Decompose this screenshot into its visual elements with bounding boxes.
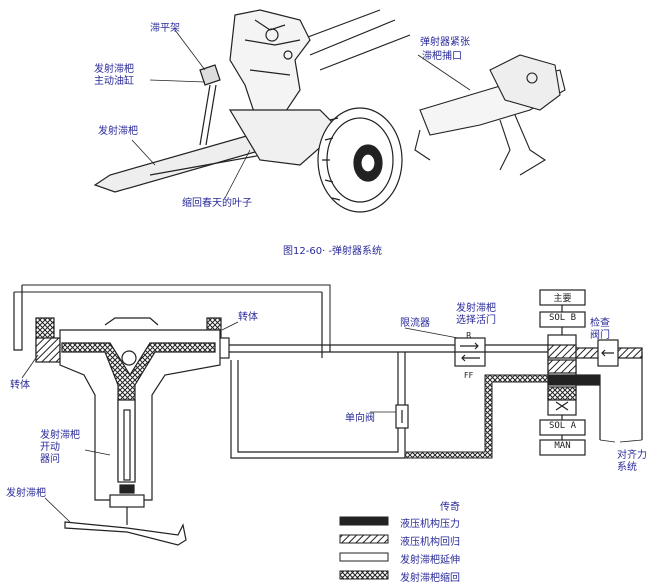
legend-swatch-return (339, 534, 389, 544)
label-man: MAN (554, 441, 571, 451)
legend-swatches (339, 516, 389, 580)
label-swivel-left: 转体 (10, 380, 30, 391)
landing-gear-illustration (93, 9, 411, 213)
label-selector-1: 发射滞杷 (456, 303, 496, 314)
legend-swatch-pressure (339, 516, 389, 526)
label-inspection-2: 阀门 (590, 330, 610, 341)
label-swivel-top: 转体 (238, 312, 258, 323)
schematic-leader-lines (21, 321, 459, 523)
label-tension-1: 弹射器紧张 (420, 37, 470, 48)
label-inspection-1: 检查 (590, 318, 610, 329)
label-retract-spring: 缩回春天的叶子 (182, 198, 252, 209)
legend-item-pressure: 液压机构压力 (400, 519, 460, 530)
label-launch-bar-top: 发射滞杷 (98, 126, 138, 137)
label-sol-a: SOL A (548, 421, 577, 431)
label-valve-ff: FF (464, 371, 474, 380)
label-alignment-2: 系统 (617, 462, 637, 473)
legend-swatch-retract (339, 570, 389, 580)
label-actuator-b1: 发射滞杷 (40, 430, 80, 441)
label-alignment-1: 对齐力 (617, 450, 647, 461)
legend-item-extend: 发射滞杷延伸 (400, 555, 460, 566)
label-stabilizer: 滞平架 (150, 23, 180, 34)
label-actuator-b2: 开动 (40, 442, 60, 453)
label-actuator-b3: 器问 (40, 454, 60, 465)
label-main-box: 主要 (553, 294, 572, 304)
legend-item-retract: 发射滞杷缩回 (400, 573, 460, 584)
catapult-tension-detail-illustration (414, 54, 566, 176)
legend-item-return: 液压机构回归 (400, 537, 460, 548)
label-launch-bar-bottom: 发射滞杷 (6, 488, 46, 499)
label-restrictor: 限流器 (400, 318, 430, 329)
hydraulic-schematic (13, 284, 643, 546)
figure-caption: 图12-60· -弹射器系统 (283, 246, 383, 257)
label-valve-r: R (466, 331, 472, 340)
label-check-valve: 单向阀 (345, 413, 375, 424)
label-actuator-2: 主动油缸 (94, 76, 134, 87)
legend-swatch-extend (339, 552, 389, 562)
label-selector-2: 选择活门 (456, 315, 496, 326)
leader-lines (131, 29, 471, 199)
legend-title: 传奇 (440, 502, 460, 513)
label-sol-b: SOL B (548, 313, 577, 323)
label-tension-2: 滞杷捕口 (422, 51, 462, 62)
label-actuator-1: 发射滞杷 (94, 64, 134, 75)
